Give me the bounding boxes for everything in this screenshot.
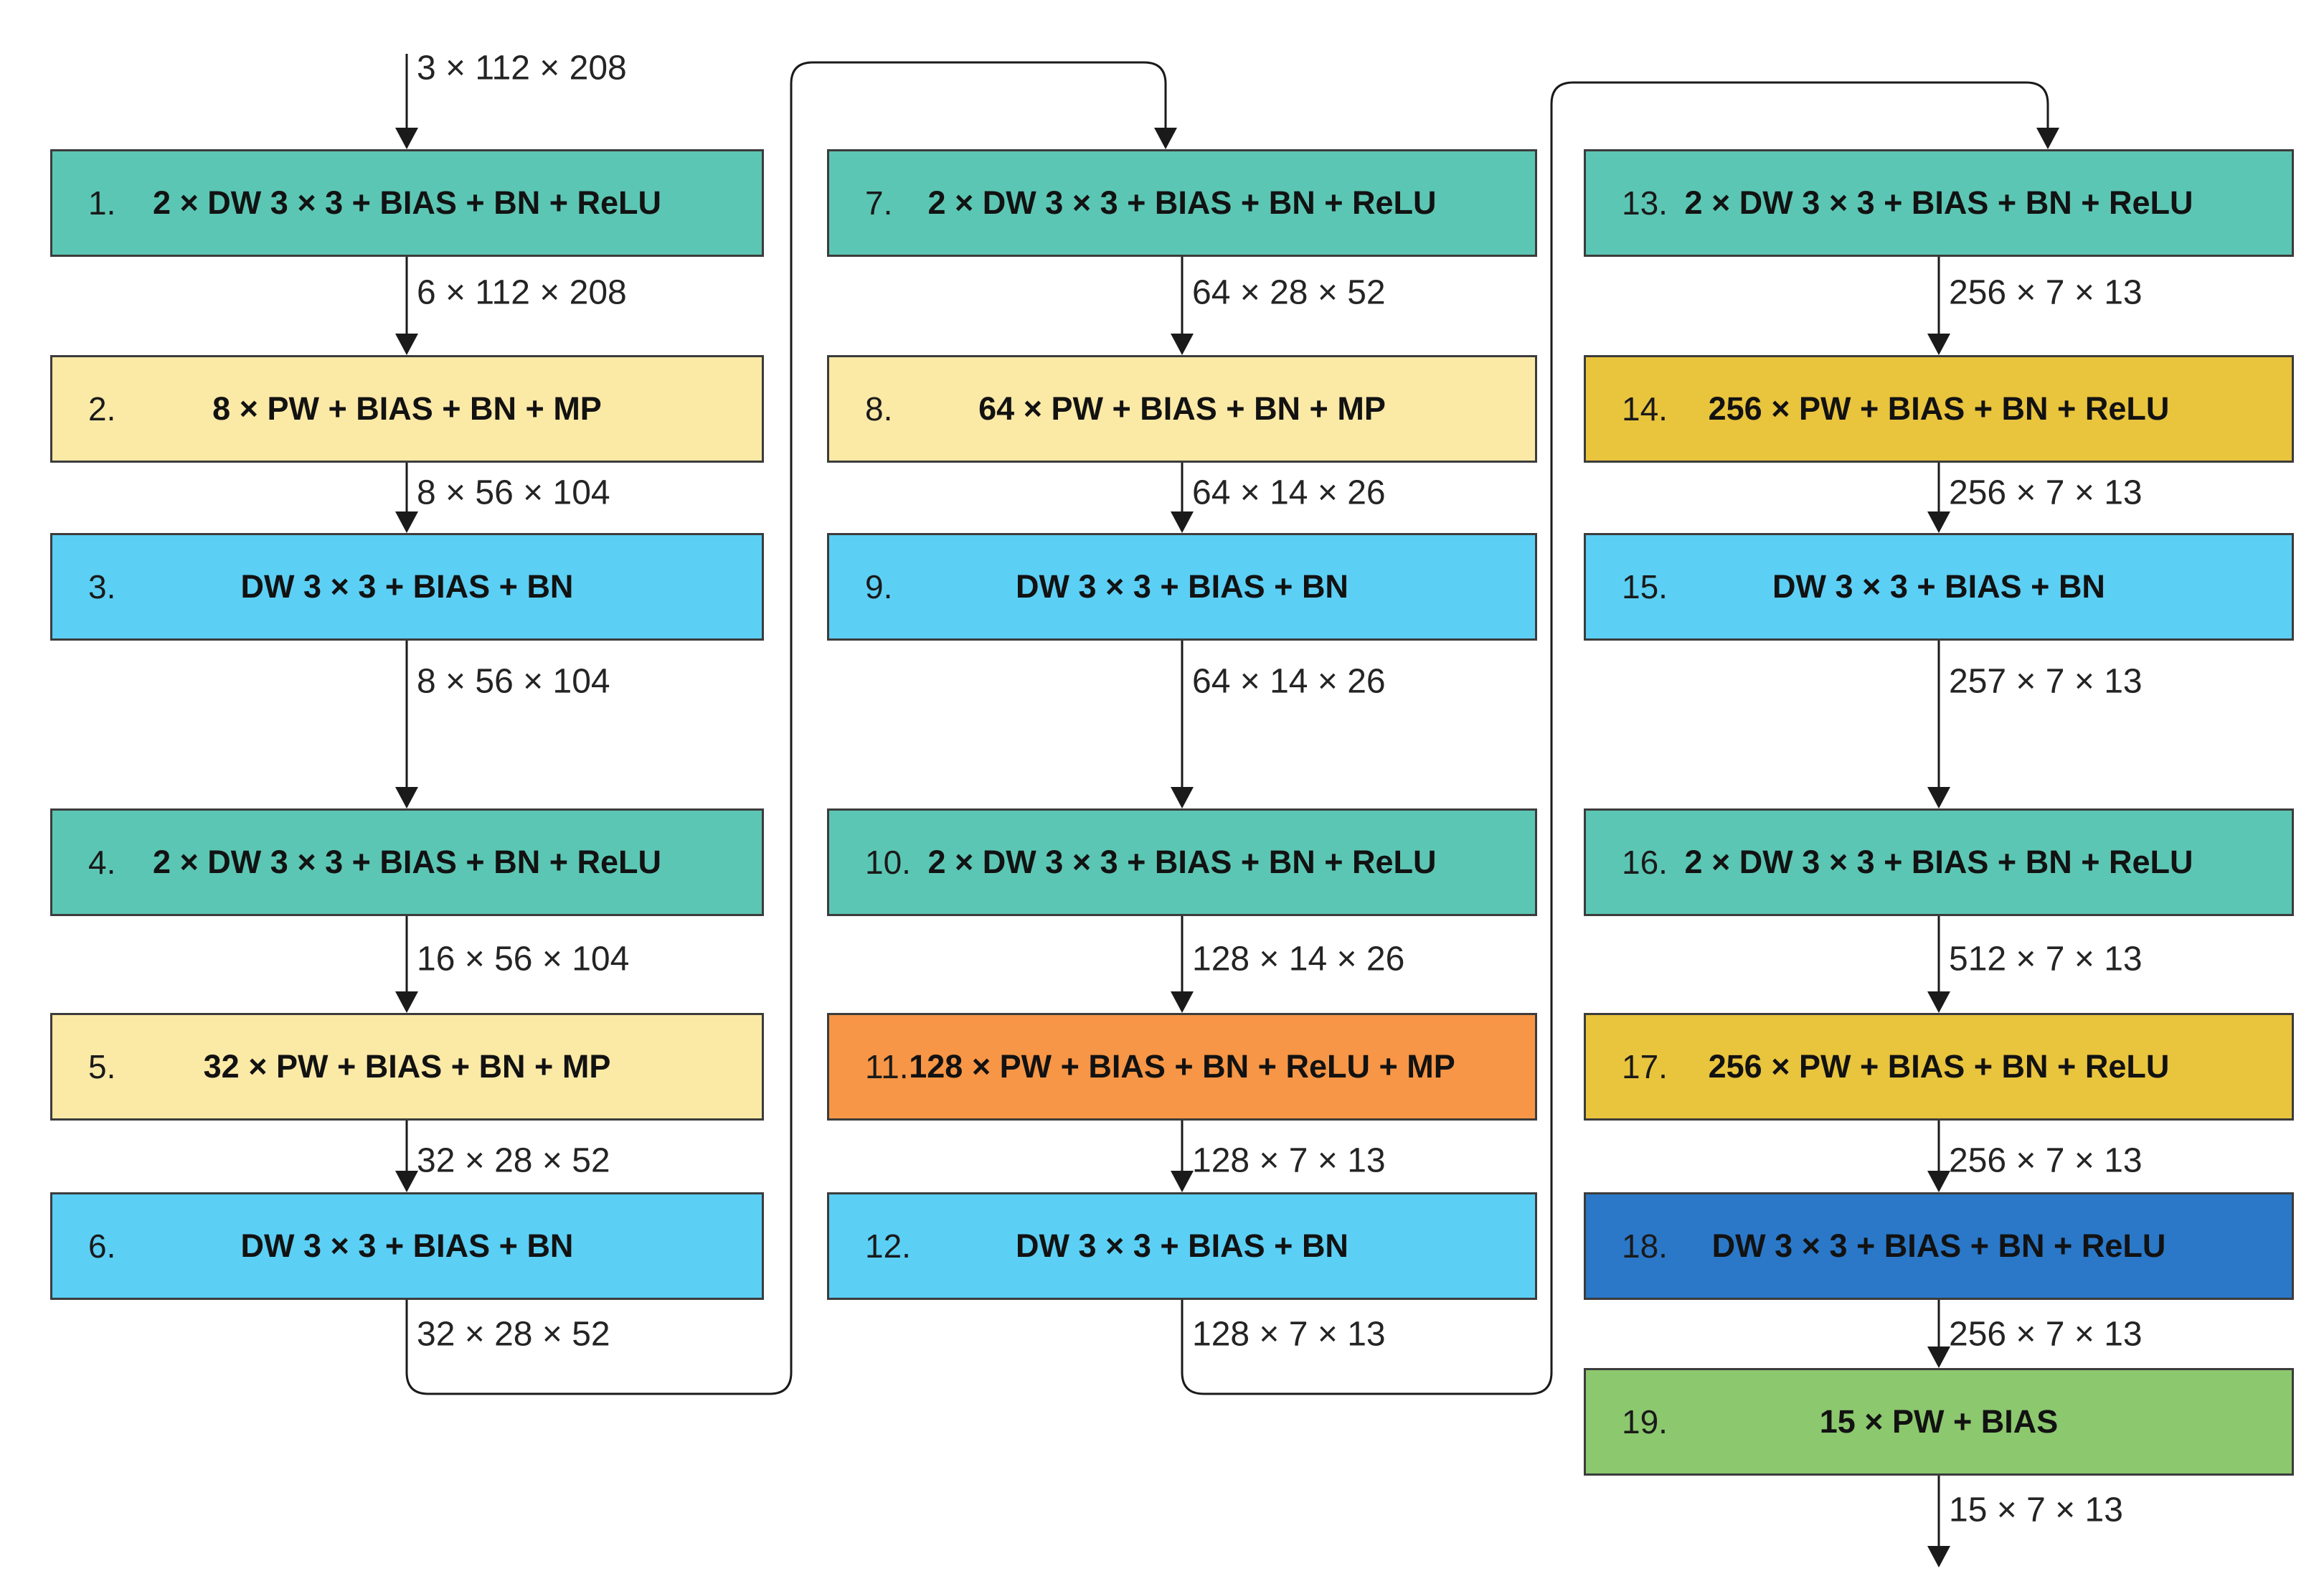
layer-box-17: 17. 256 × PW + BIAS + BN + ReLU: [1584, 1013, 2294, 1121]
arrowhead-icon: [1171, 334, 1194, 355]
layer-label: 256 × PW + BIAS + BN + ReLU: [1708, 390, 2170, 427]
layer-number: 19.: [1622, 1403, 1668, 1440]
layer-label: 2 × DW 3 × 3 + BIAS + BN + ReLU: [153, 844, 661, 880]
arrowhead-icon: [395, 128, 418, 149]
tensor-dim-label: 256 × 7 × 13: [1949, 473, 2143, 512]
layer-label: 2 × DW 3 × 3 + BIAS + BN + ReLU: [1684, 844, 2193, 880]
layer-number: 2.: [88, 390, 116, 428]
arrowhead-icon: [2036, 128, 2059, 149]
arrowhead-icon: [395, 787, 418, 808]
tensor-dim-label: 15 × 7 × 13: [1949, 1491, 2123, 1529]
layer-box-5: 5. 32 × PW + BIAS + BN + MP: [50, 1013, 764, 1121]
layer-label: 128 × PW + BIAS + BN + ReLU + MP: [909, 1048, 1455, 1085]
layer-number: 10.: [865, 844, 911, 881]
tensor-dim-label: 32 × 28 × 52: [417, 1315, 610, 1354]
layer-box-12: 12. DW 3 × 3 + BIAS + BN: [827, 1192, 1537, 1300]
layer-number: 16.: [1622, 844, 1668, 881]
layer-label: 2 × DW 3 × 3 + BIAS + BN + ReLU: [153, 184, 661, 221]
tensor-dim-label: 64 × 14 × 26: [1192, 473, 1386, 512]
layer-label: 256 × PW + BIAS + BN + ReLU: [1708, 1048, 2170, 1085]
arrowhead-icon: [1927, 1546, 1950, 1567]
layer-box-8: 8. 64 × PW + BIAS + BN + MP: [827, 355, 1537, 463]
arrowhead-icon: [395, 334, 418, 355]
layer-label: 2 × DW 3 × 3 + BIAS + BN + ReLU: [927, 844, 1437, 880]
layer-label: 2 × DW 3 × 3 + BIAS + BN + ReLU: [1684, 184, 2193, 221]
layer-number: 13.: [1622, 184, 1668, 222]
layer-box-10: 10. 2 × DW 3 × 3 + BIAS + BN + ReLU: [827, 808, 1537, 916]
tensor-dim-label: 8 × 56 × 104: [417, 662, 610, 701]
layer-number: 11.: [865, 1048, 909, 1085]
arrowhead-icon: [1927, 1171, 1950, 1192]
tensor-dim-label: 32 × 28 × 52: [417, 1141, 610, 1180]
tensor-dim-label: 256 × 7 × 13: [1949, 273, 2143, 312]
layer-box-3: 3. DW 3 × 3 + BIAS + BN: [50, 533, 764, 641]
layer-label: 2 × DW 3 × 3 + BIAS + BN + ReLU: [927, 184, 1437, 221]
layer-box-4: 4. 2 × DW 3 × 3 + BIAS + BN + ReLU: [50, 808, 764, 916]
arrowhead-icon: [395, 1171, 418, 1192]
layer-box-1: 1. 2 × DW 3 × 3 + BIAS + BN + ReLU: [50, 149, 764, 257]
arrowhead-icon: [1927, 1347, 1950, 1368]
layer-number: 7.: [865, 184, 893, 222]
layer-box-16: 16. 2 × DW 3 × 3 + BIAS + BN + ReLU: [1584, 808, 2294, 916]
layer-label: 15 × PW + BIAS: [1819, 1403, 2059, 1440]
arrowhead-icon: [1927, 511, 1950, 533]
layer-number: 14.: [1622, 390, 1668, 428]
layer-number: 3.: [88, 568, 116, 605]
tensor-dim-label: 64 × 14 × 26: [1192, 662, 1386, 701]
layer-number: 9.: [865, 568, 893, 605]
layer-box-6: 6. DW 3 × 3 + BIAS + BN: [50, 1192, 764, 1300]
layer-label: DW 3 × 3 + BIAS + BN + ReLU: [1711, 1227, 2166, 1264]
arrowhead-icon: [1154, 128, 1177, 149]
layer-box-11: 11.128 × PW + BIAS + BN + ReLU + MP: [827, 1013, 1537, 1121]
arrowhead-icon: [1171, 1171, 1194, 1192]
layer-label: DW 3 × 3 + BIAS + BN: [1772, 568, 2105, 605]
tensor-dim-label: 16 × 56 × 104: [417, 940, 630, 978]
layer-box-9: 9. DW 3 × 3 + BIAS + BN: [827, 533, 1537, 641]
layer-box-7: 7. 2 × DW 3 × 3 + BIAS + BN + ReLU: [827, 149, 1537, 257]
arrowhead-icon: [1927, 991, 1950, 1013]
layer-label: 32 × PW + BIAS + BN + MP: [203, 1048, 611, 1085]
layer-label: DW 3 × 3 + BIAS + BN: [240, 568, 574, 605]
layer-number: 17.: [1622, 1048, 1668, 1085]
tensor-dim-label: 3 × 112 × 208: [417, 49, 627, 88]
layer-number: 1.: [88, 184, 116, 222]
layer-label: DW 3 × 3 + BIAS + BN: [1016, 1227, 1348, 1264]
layer-box-19: 19. 15 × PW + BIAS: [1584, 1368, 2294, 1476]
arrowhead-icon: [1171, 787, 1194, 808]
layer-box-13: 13. 2 × DW 3 × 3 + BIAS + BN + ReLU: [1584, 149, 2294, 257]
tensor-dim-label: 256 × 7 × 13: [1949, 1315, 2143, 1354]
tensor-dim-label: 8 × 56 × 104: [417, 473, 610, 512]
arrowhead-icon: [1927, 787, 1950, 808]
arrowhead-icon: [1927, 334, 1950, 355]
arrowhead-icon: [1171, 991, 1194, 1013]
tensor-dim-label: 128 × 14 × 26: [1192, 940, 1405, 978]
layer-label: 8 × PW + BIAS + BN + MP: [212, 390, 602, 427]
tensor-dim-label: 6 × 112 × 208: [417, 273, 627, 312]
layer-label: DW 3 × 3 + BIAS + BN: [240, 1227, 574, 1264]
layer-number: 18.: [1622, 1227, 1668, 1265]
layer-label: 64 × PW + BIAS + BN + MP: [978, 390, 1386, 427]
arrowhead-icon: [395, 511, 418, 533]
layer-number: 12.: [865, 1227, 911, 1265]
tensor-dim-label: 257 × 7 × 13: [1949, 662, 2143, 701]
layer-number: 4.: [88, 844, 116, 881]
layer-number: 8.: [865, 390, 893, 428]
layer-box-14: 14. 256 × PW + BIAS + BN + ReLU: [1584, 355, 2294, 463]
tensor-dim-label: 128 × 7 × 13: [1192, 1141, 1386, 1180]
tensor-dim-label: 128 × 7 × 13: [1192, 1315, 1386, 1354]
layer-box-18: 18. DW 3 × 3 + BIAS + BN + ReLU: [1584, 1192, 2294, 1300]
layer-label: DW 3 × 3 + BIAS + BN: [1016, 568, 1348, 605]
arrowhead-icon: [1171, 511, 1194, 533]
layer-number: 5.: [88, 1048, 116, 1085]
layer-number: 15.: [1622, 568, 1668, 605]
arrowhead-icon: [395, 991, 418, 1013]
tensor-dim-label: 64 × 28 × 52: [1192, 273, 1386, 312]
tensor-dim-label: 512 × 7 × 13: [1949, 940, 2143, 978]
tensor-dim-label: 256 × 7 × 13: [1949, 1141, 2143, 1180]
layer-box-15: 15. DW 3 × 3 + BIAS + BN: [1584, 533, 2294, 641]
layer-number: 6.: [88, 1227, 116, 1265]
layer-box-2: 2. 8 × PW + BIAS + BN + MP: [50, 355, 764, 463]
